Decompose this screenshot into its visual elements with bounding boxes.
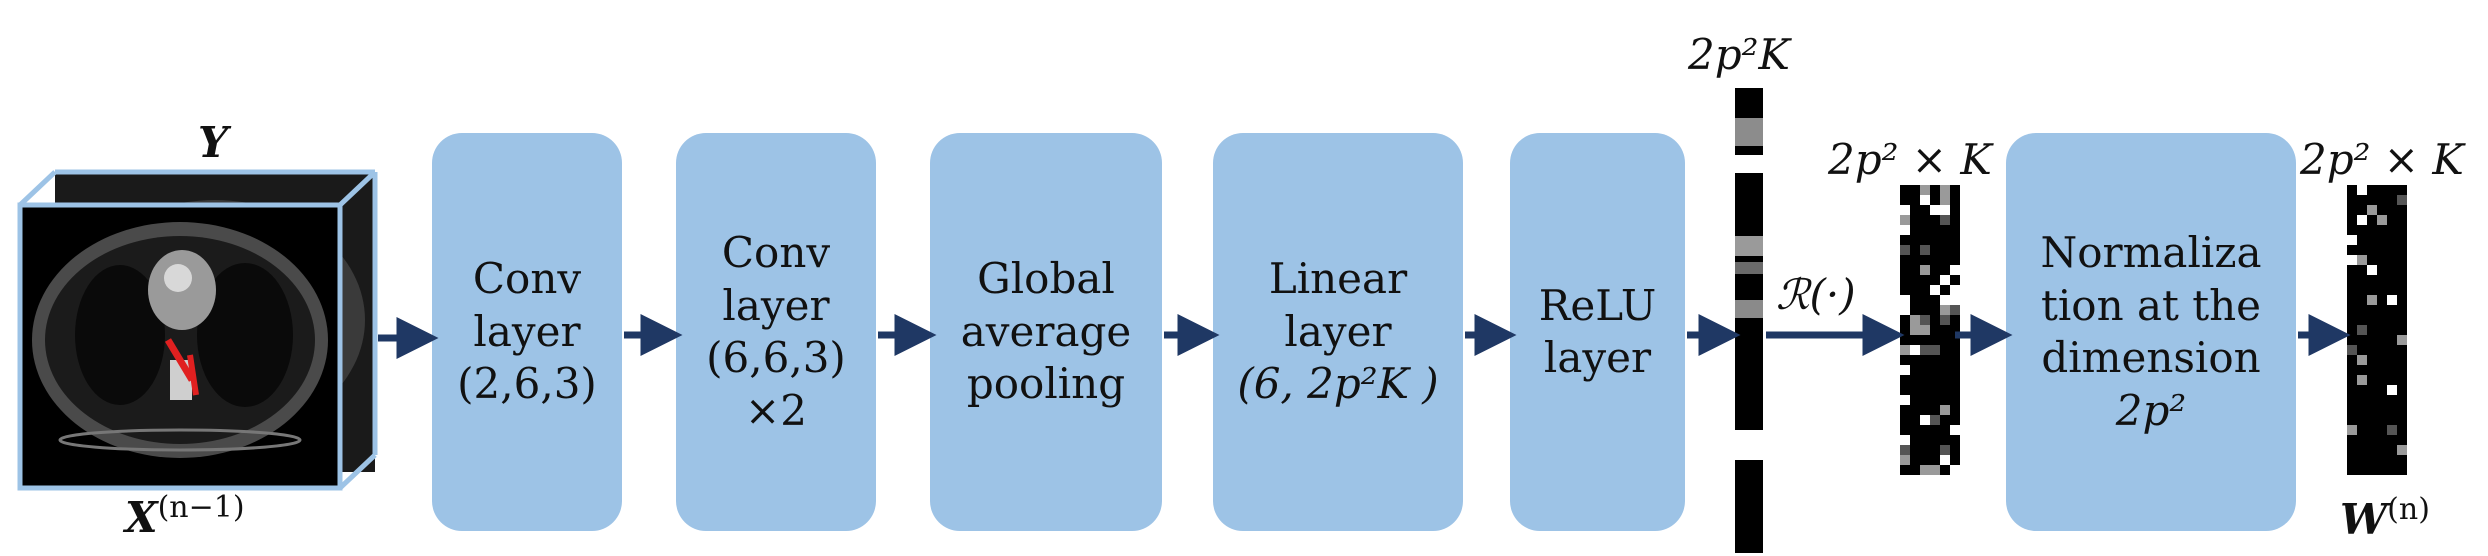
input-slice-front [20,205,340,488]
box-relu [1510,133,1685,531]
feature-vector [1735,88,1763,553]
reshape-label: ℛ(·) [1776,270,1856,319]
box-linear [1213,133,1463,531]
box-conv-1 [432,133,622,531]
box-normalization [2006,133,2296,531]
box-gap [930,133,1162,531]
matrix-1 [1900,185,1960,475]
input-x-label: X(n−1) [125,490,245,542]
box-conv-2 [676,133,876,531]
input-cube-frame [18,169,378,490]
input-y-label: Y [198,118,228,167]
vector-label: 2p²K [1688,30,1790,79]
output-w-label: W(n) [2340,492,2430,544]
matrix-2-label: 2p² × K [2300,135,2464,184]
input-front-frame [17,202,343,491]
matrix-2 [2347,185,2407,475]
matrix-1-label: 2p² × K [1828,135,1992,184]
